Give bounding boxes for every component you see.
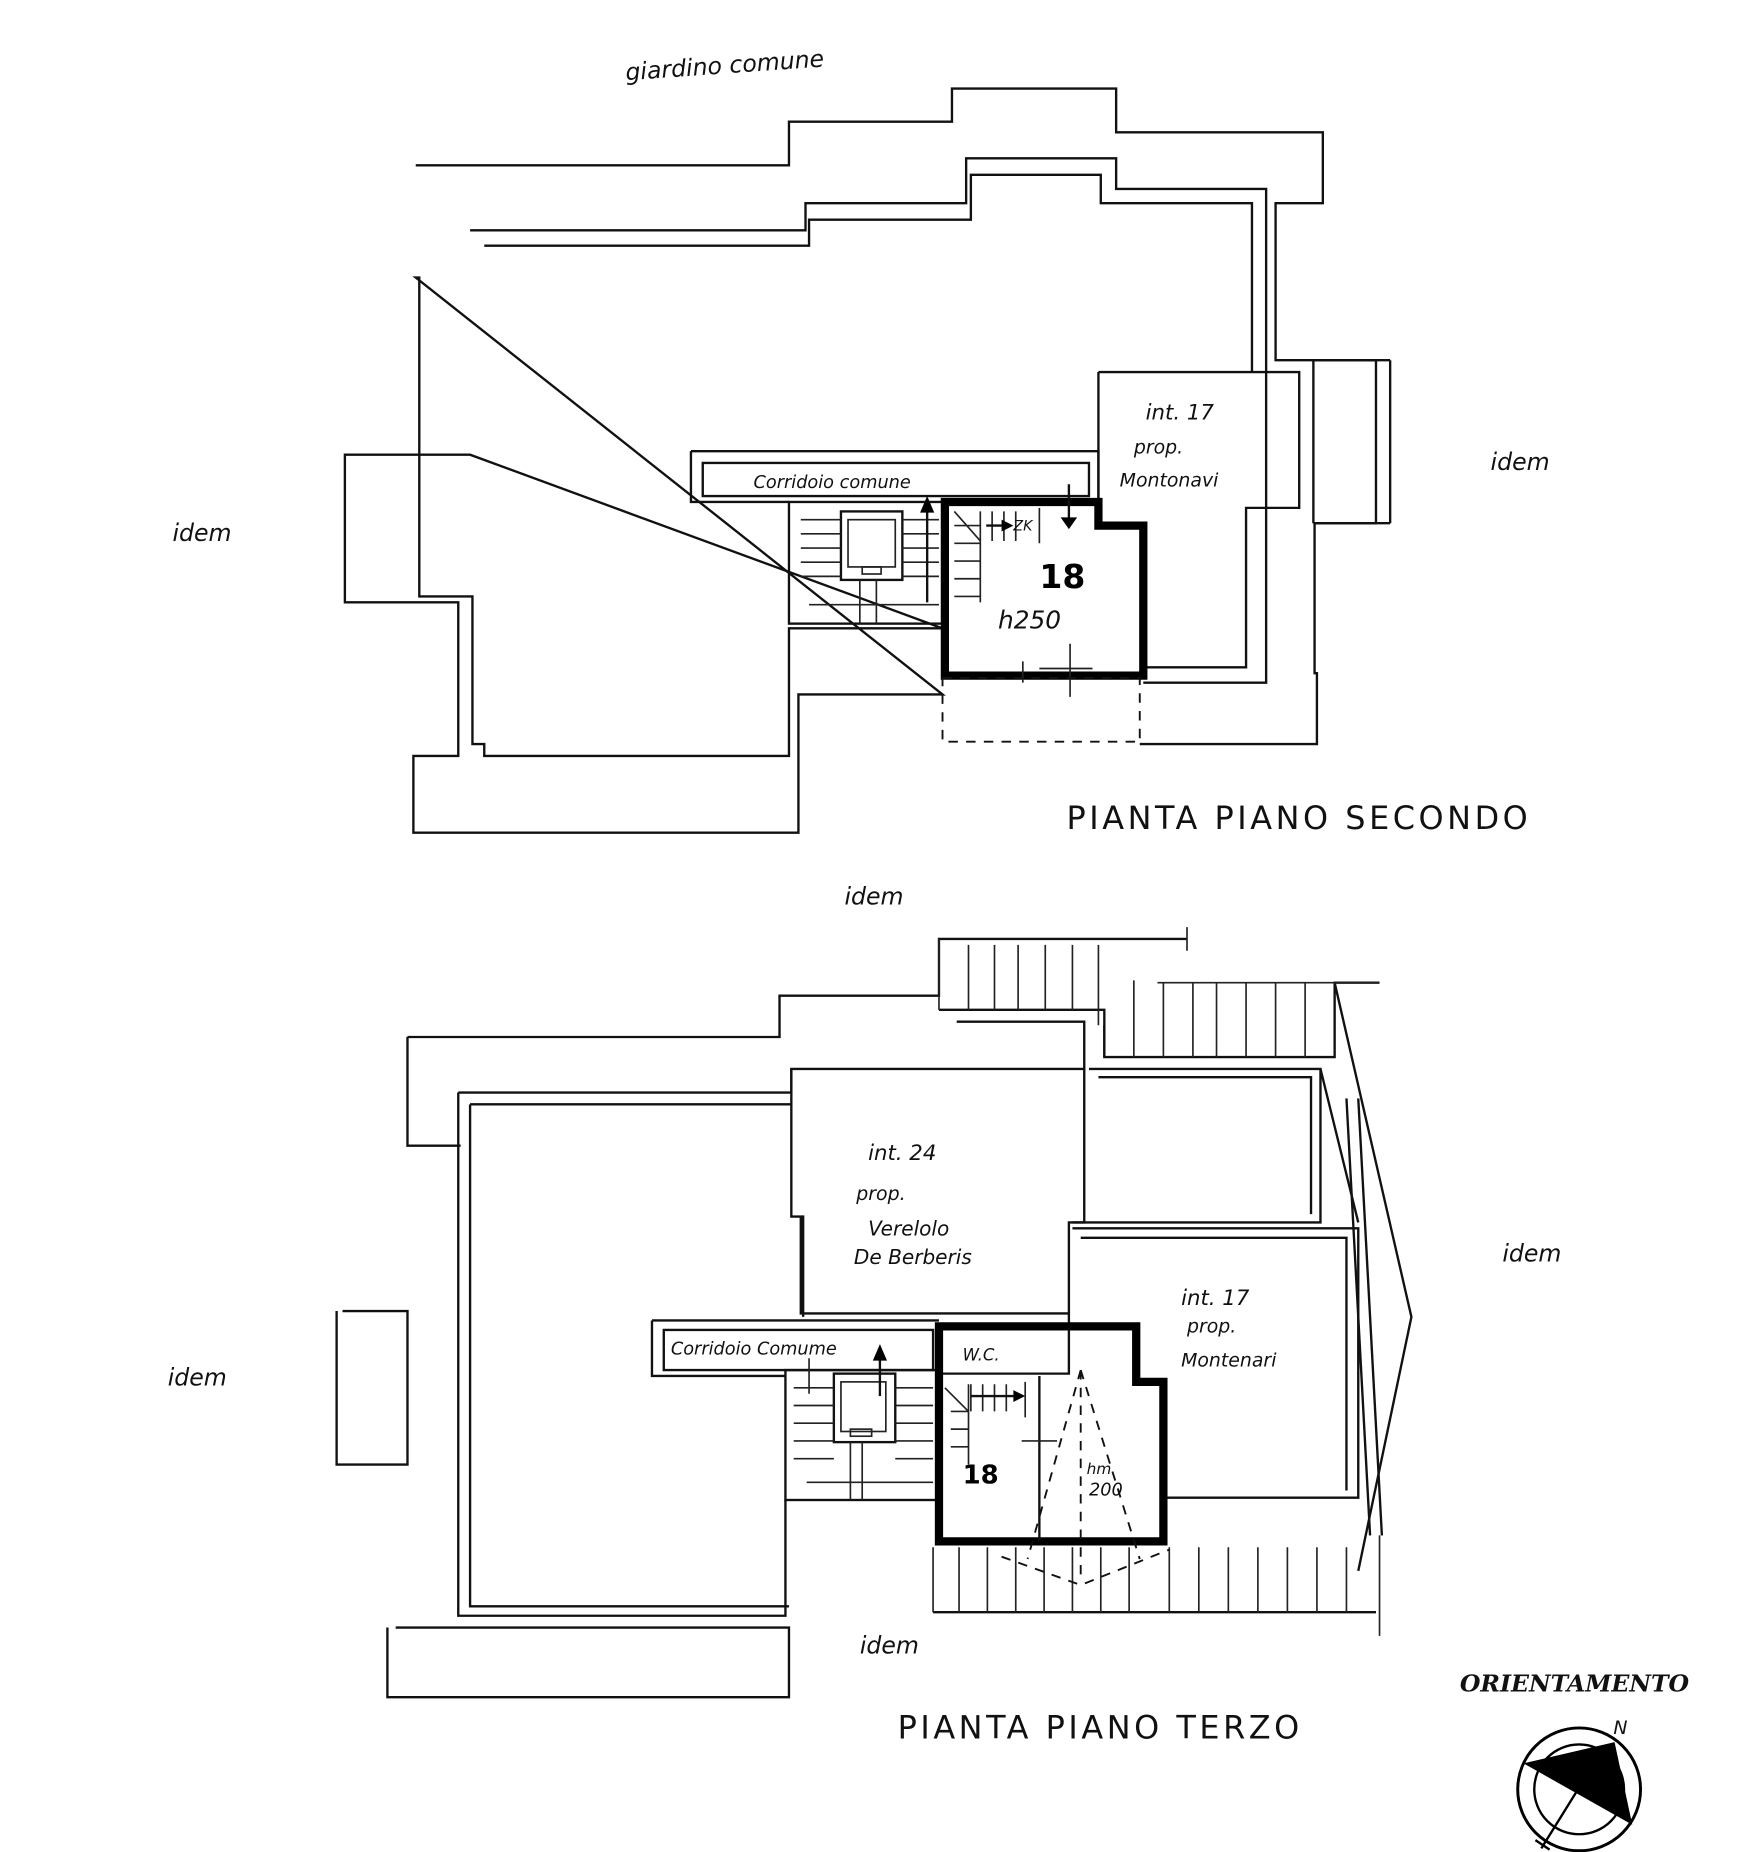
zk-label: ZK (1012, 518, 1034, 534)
neighbor-name: Montenari (1181, 1350, 1277, 1372)
orientation-label: ORIENTAMENTO (1460, 1669, 1690, 1697)
plan-title: PIANTA PIANO TERZO (898, 1709, 1303, 1747)
plan-second-floor: giardino comune idem idem Corridoio comu… (172, 44, 1549, 837)
compass-icon (1516, 1726, 1643, 1852)
unit-18-walls (934, 1322, 1168, 1546)
neighbor-prop: prop. (855, 1183, 905, 1205)
corridor (689, 449, 1100, 504)
unit-number: 18 (963, 1460, 999, 1490)
inner-wall (418, 157, 1268, 758)
wc-room (942, 1328, 1071, 1542)
neighbor-int: int. 17 (1181, 1286, 1250, 1311)
idem-label: idem (1502, 1239, 1561, 1267)
unit-number: 18 (1039, 557, 1085, 596)
neighbor-int: int. 17 (1146, 400, 1215, 425)
unit-18-stairs (953, 484, 1093, 697)
corridor-label: Corridoio comune (754, 473, 911, 493)
outer-wall (335, 937, 1413, 1699)
idem-label: idem (860, 1632, 919, 1660)
unit-18-walls (940, 497, 1148, 680)
height-label: h250 (998, 605, 1061, 634)
neighbor-int: int. 24 (868, 1141, 936, 1166)
orientation: ORIENTAMENTO N (1460, 1669, 1690, 1852)
plan-third-floor: idem idem idem idem Corridoio Comume W.C… (168, 883, 1562, 1747)
neighbor-prop: prop. (1186, 1315, 1236, 1337)
outer-wall (343, 87, 1378, 834)
plan-title: PIANTA PIANO SECONDO (1067, 799, 1532, 837)
unit-17-room (1072, 1227, 1360, 1499)
wc-label: W.C. (963, 1346, 1000, 1365)
corridor-label: Corridoio Comume (671, 1340, 837, 1360)
idem-label: idem (172, 519, 231, 547)
roof-hatch (932, 927, 1381, 1636)
stairwell (784, 1344, 941, 1502)
balcony (941, 677, 1141, 743)
neighbor-name: Verelolo (868, 1216, 949, 1240)
roof-slope (1001, 1369, 1170, 1587)
right-room (1072, 1067, 1360, 1224)
height-value: 200 (1089, 1480, 1123, 1500)
idem-label: idem (168, 1363, 227, 1391)
idem-label: idem (1491, 448, 1550, 476)
neighbor-name: De Berberis (854, 1245, 972, 1269)
unit-24-room (790, 1068, 1086, 1323)
neighbor-name: Montonavi (1120, 470, 1219, 492)
height-label: hm (1087, 1460, 1112, 1478)
unit-18-stairs (944, 1381, 1058, 1465)
inner-wall (457, 1020, 1106, 1617)
idem-label: idem (844, 883, 903, 911)
north-label: N (1613, 1717, 1627, 1739)
garden-label: giardino comune (624, 44, 825, 86)
stairwell (787, 496, 947, 625)
neighbor-prop: prop. (1133, 437, 1183, 459)
